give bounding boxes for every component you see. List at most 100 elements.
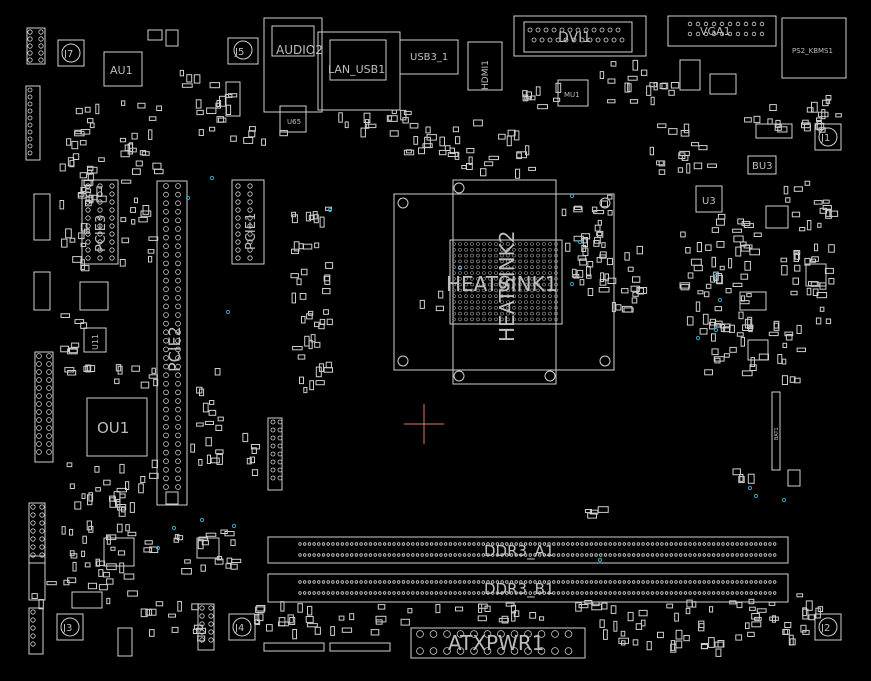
bga-ball <box>482 265 486 270</box>
connector-pin <box>331 580 335 584</box>
connector-pin <box>707 591 711 595</box>
label-heatsink1: HEATSINK1 <box>446 272 557 296</box>
connector-pin <box>556 542 561 546</box>
smd-pad <box>87 494 93 506</box>
smd-pad <box>85 196 94 202</box>
connector-pin <box>415 580 420 584</box>
bga-ball <box>530 248 534 252</box>
smd-pad <box>140 476 146 483</box>
smd-pad <box>292 629 298 640</box>
smd-pad <box>299 293 307 300</box>
connector-pin <box>368 591 373 595</box>
smd-pad <box>579 279 585 286</box>
smd-pad <box>426 134 437 141</box>
smd-pad <box>789 376 796 383</box>
smd-pad <box>627 611 634 622</box>
smd-pad <box>204 420 214 425</box>
connector-pin <box>163 191 169 198</box>
connector-pin <box>175 269 181 275</box>
smd-pad <box>468 156 473 165</box>
connector-pin <box>434 591 438 595</box>
connector-pin <box>277 443 283 449</box>
smd-pad <box>806 287 812 296</box>
connector-pin <box>719 31 725 37</box>
connector-pin <box>711 580 716 584</box>
connector-pin <box>331 591 335 595</box>
connector-pin <box>359 580 363 584</box>
smd-pad <box>796 324 802 334</box>
bga-ball <box>524 300 528 304</box>
connector-pin <box>270 443 276 449</box>
smd-pad <box>79 172 88 179</box>
connector-pin <box>495 542 500 546</box>
smd-pad <box>584 509 593 514</box>
connector-pin <box>235 183 241 189</box>
connector-pin <box>235 239 241 245</box>
smd-pad <box>197 539 204 550</box>
connector-pin <box>199 621 205 627</box>
bga-ball <box>488 300 492 304</box>
smd-pad <box>697 290 704 295</box>
connector-pin <box>456 630 465 638</box>
smd-pad <box>152 162 162 170</box>
smd-pad <box>261 138 267 146</box>
smd-pad <box>732 282 743 287</box>
smd-pad <box>747 473 755 484</box>
smd-pad <box>748 598 755 605</box>
connector-pin <box>636 591 641 595</box>
smd-pad <box>747 631 755 637</box>
connector-pin <box>364 542 368 546</box>
connector-pin <box>617 591 622 595</box>
connector-pin <box>711 31 717 37</box>
crosshair-cursor[interactable] <box>404 404 444 444</box>
connector-pin <box>726 591 730 595</box>
smd-pad <box>829 210 839 217</box>
designator-labels: AU1 J7 J5 AUDIO2 LAN_USB1 USB3_1 HDMI1 D… <box>62 25 833 655</box>
bga-ball <box>488 305 492 310</box>
connector-pin <box>650 591 655 595</box>
smd-pad <box>783 629 790 635</box>
smd-pad <box>774 124 782 131</box>
smd-pad <box>704 369 714 376</box>
smd-pad <box>243 137 254 144</box>
connector-pin <box>443 647 451 655</box>
connector-pin <box>458 580 462 584</box>
connector-pin <box>456 647 465 655</box>
connector-pin <box>768 580 772 584</box>
smd-pad <box>693 162 703 170</box>
smd-pad <box>290 273 299 279</box>
connector-pin <box>660 553 664 557</box>
smd-pad <box>72 256 82 263</box>
connector-pin <box>703 21 709 27</box>
connector-pin <box>481 553 485 557</box>
connector-pin <box>523 580 528 584</box>
smd-pad <box>618 637 630 644</box>
smd-pad <box>578 604 589 609</box>
connector-pin <box>744 553 749 557</box>
bga-ball <box>500 288 504 293</box>
bga-ball <box>464 311 468 316</box>
smd-pad <box>720 324 726 332</box>
bga-ball <box>524 282 528 287</box>
smd-pad <box>749 364 757 371</box>
connector-pin <box>298 591 302 595</box>
connector-pin <box>434 542 438 546</box>
connector-pin <box>583 27 589 33</box>
connector-pin <box>519 553 523 557</box>
bga-ball <box>500 317 504 322</box>
connector-pin <box>740 542 744 546</box>
smd-pad <box>110 546 116 551</box>
connector-pin <box>406 542 410 546</box>
via <box>155 545 161 551</box>
smd-pad <box>177 600 182 612</box>
bga-ball <box>470 271 474 275</box>
smd-pad <box>620 630 626 637</box>
smd-pad <box>780 257 788 263</box>
smd-pad <box>751 621 762 628</box>
connector-pin <box>373 542 377 546</box>
connector-pin <box>688 542 692 546</box>
connector-pin <box>561 591 565 595</box>
bga-ball <box>494 288 498 293</box>
smd-pad <box>69 347 78 354</box>
smd-pad <box>579 258 587 266</box>
